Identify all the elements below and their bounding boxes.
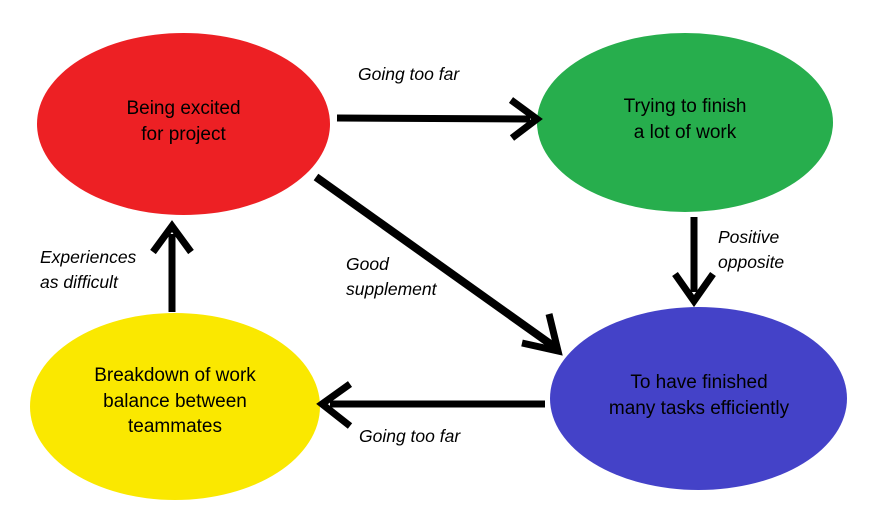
edge-label-trying-to-finished: Positive opposite xyxy=(718,227,785,273)
edge-breakdown-to-excited xyxy=(150,220,194,312)
node-breakdown-of-work[interactable] xyxy=(30,313,320,500)
edge-trying-to-finished xyxy=(672,217,716,308)
node-being-excited[interactable] xyxy=(37,33,330,215)
node-trying-to-finish[interactable] xyxy=(537,33,833,212)
edge-label-excited-to-finished: Good supplement xyxy=(346,254,437,300)
node-to-have-finished[interactable] xyxy=(550,307,847,490)
edge-label-breakdown-to-excited: Experiences as difficult xyxy=(40,247,137,293)
edge-excited-to-finished xyxy=(313,173,563,356)
edge-label-finished-to-breakdown: Going too far xyxy=(359,426,461,446)
edge-label-excited-to-trying: Going too far xyxy=(358,64,460,84)
edge-excited-to-trying xyxy=(336,97,543,141)
edge-finished-to-breakdown xyxy=(316,381,545,429)
